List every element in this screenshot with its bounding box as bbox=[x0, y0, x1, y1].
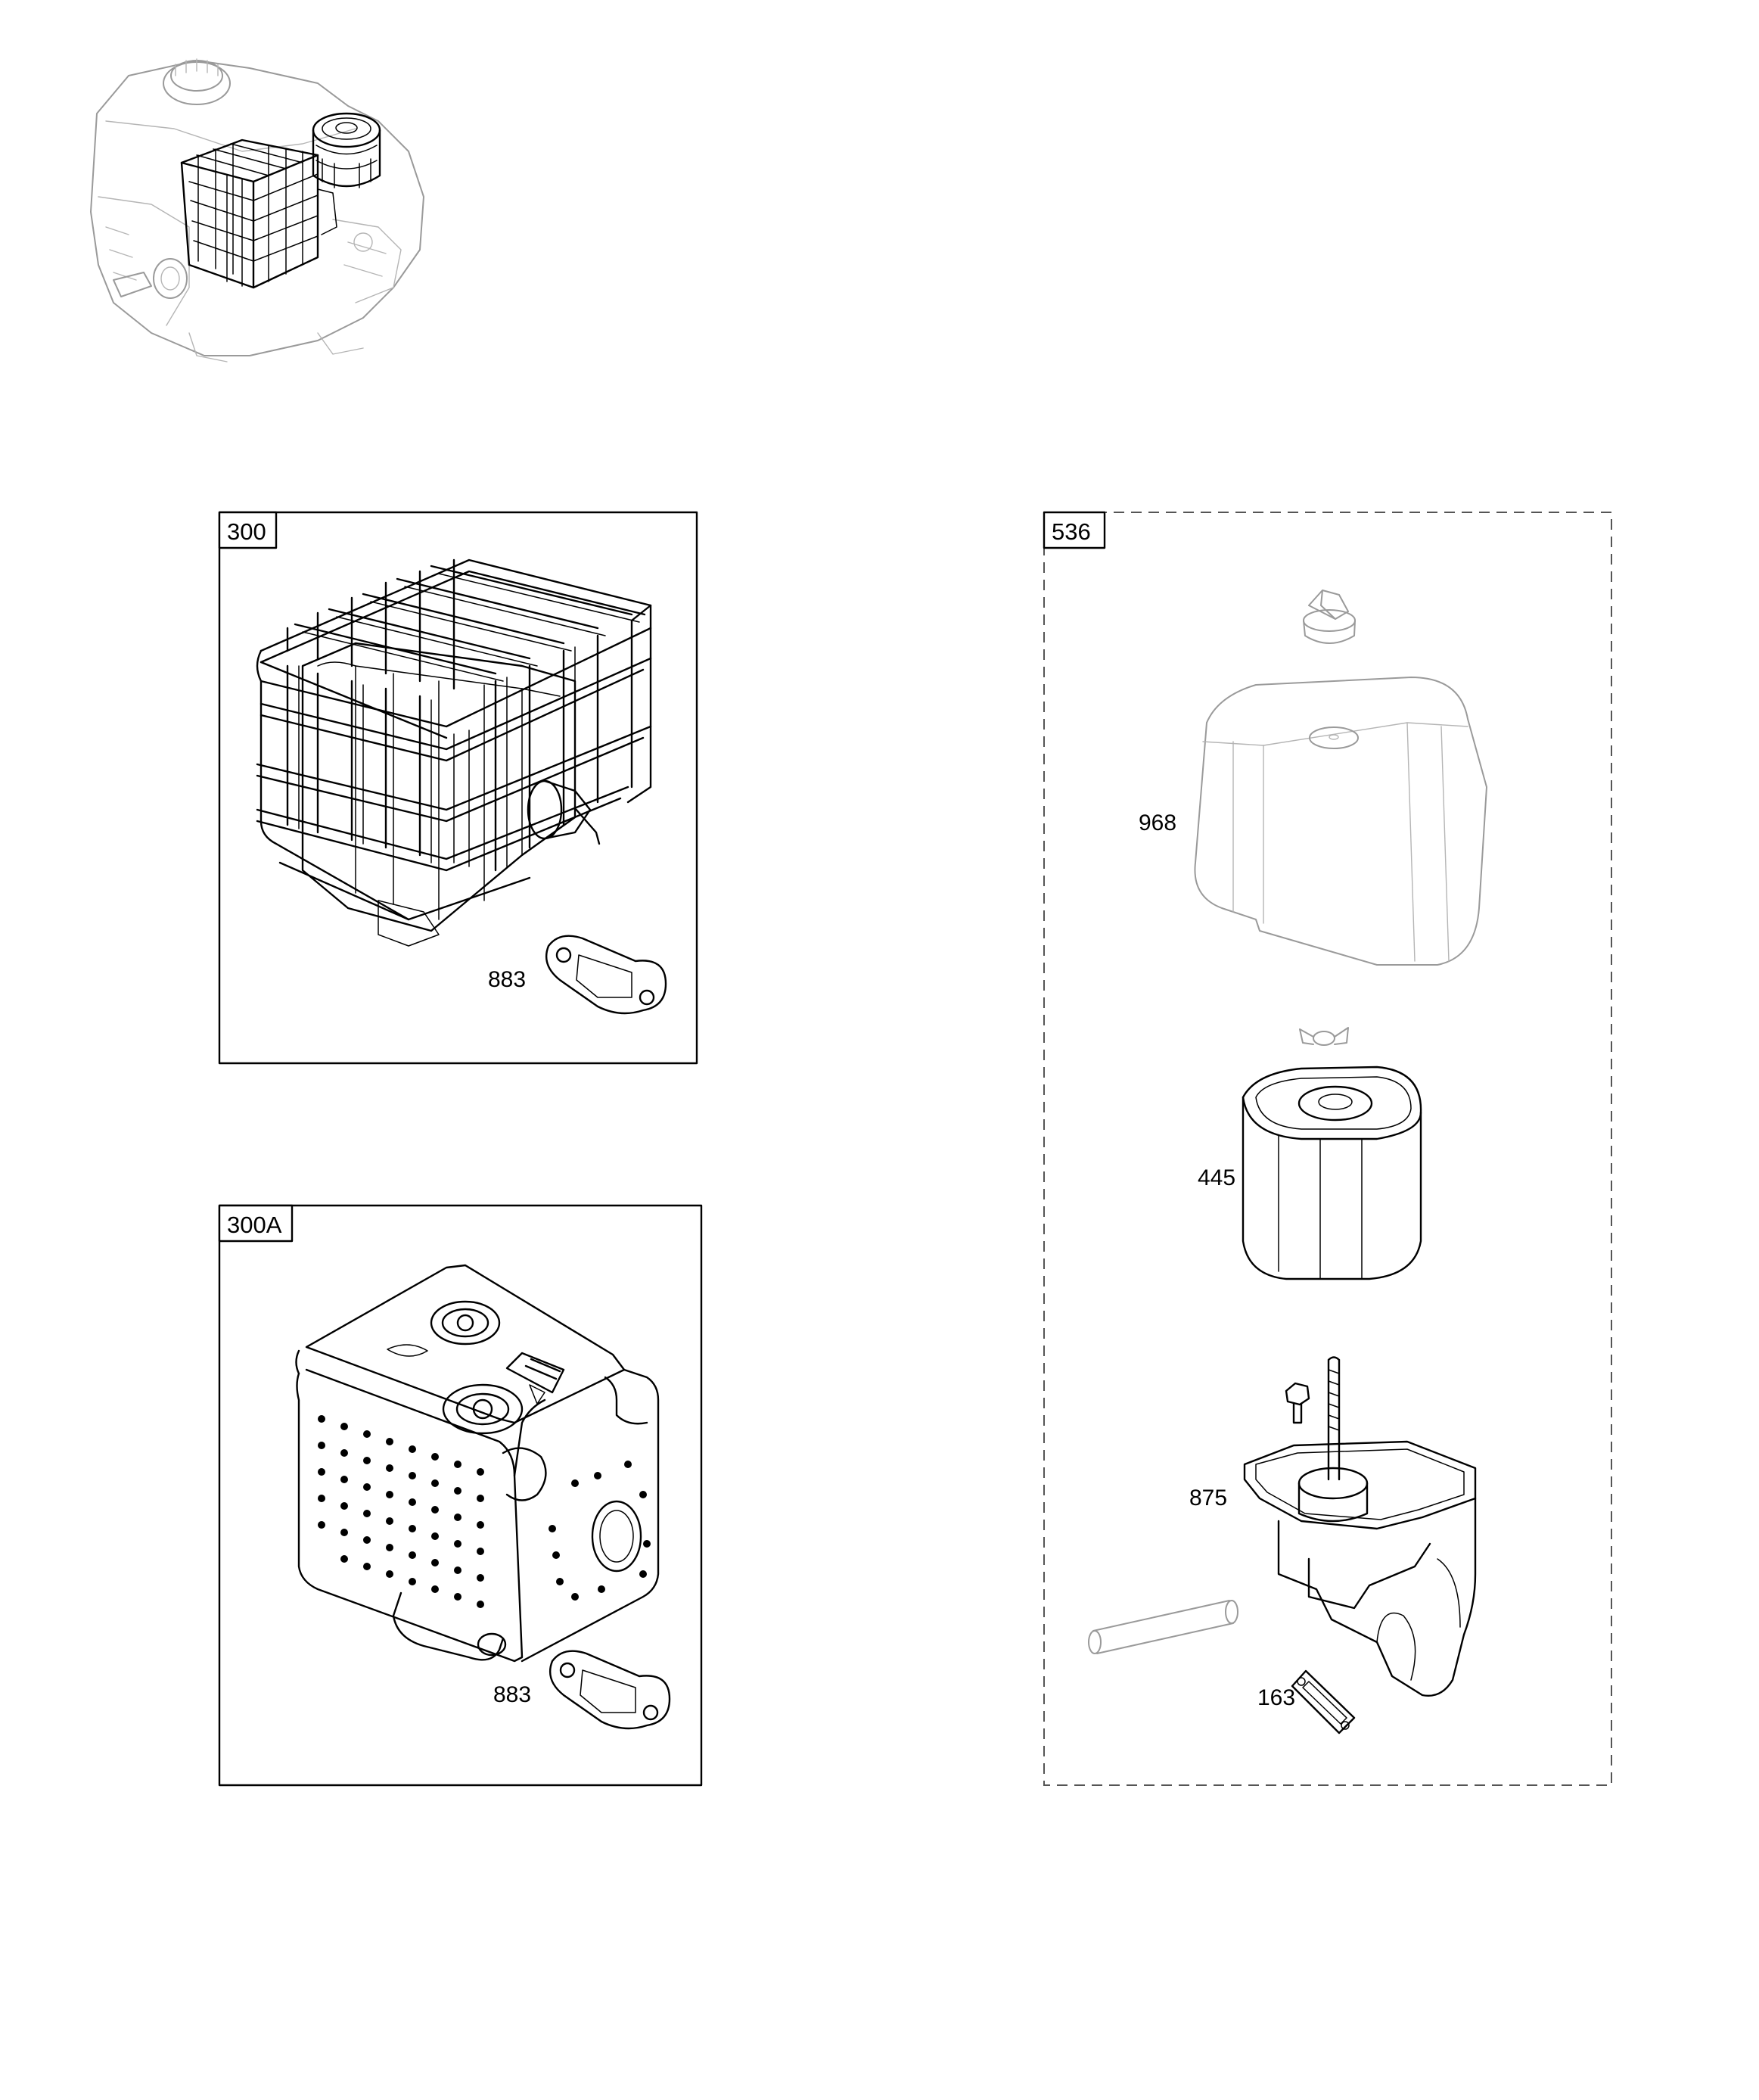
panel-300A-id: 300A bbox=[227, 1212, 282, 1238]
panel-300A: 300A bbox=[218, 1204, 703, 1787]
gasket-icon bbox=[549, 1650, 671, 1730]
panel-300: 300 bbox=[218, 511, 698, 1065]
muffler-with-guard-icon bbox=[256, 558, 652, 947]
breather-tube-icon bbox=[1088, 1600, 1238, 1654]
callout-883: 883 bbox=[488, 967, 526, 992]
engine-overview-icon bbox=[90, 58, 424, 362]
panel-536: 536 968 4 bbox=[1043, 511, 1612, 1786]
callout-883: 883 bbox=[493, 1682, 531, 1707]
callout-163: 163 bbox=[1257, 1685, 1295, 1710]
panel-300-id: 300 bbox=[227, 518, 266, 545]
wing-nut-icon bbox=[1299, 1027, 1349, 1046]
shield-holes bbox=[318, 1415, 651, 1608]
gasket-icon bbox=[1291, 1669, 1356, 1734]
air-cleaner-base-icon bbox=[1088, 1356, 1477, 1697]
panel-536-id: 536 bbox=[1052, 518, 1091, 545]
callout-445: 445 bbox=[1198, 1165, 1235, 1190]
muffler-with-shield-icon bbox=[295, 1264, 660, 1663]
air-filter-icon bbox=[1242, 1066, 1422, 1280]
callout-968: 968 bbox=[1139, 810, 1176, 835]
air-cleaner-knob-icon bbox=[1303, 590, 1356, 644]
gasket-icon bbox=[545, 935, 667, 1015]
callout-875: 875 bbox=[1189, 1486, 1227, 1510]
air-cleaner-cover-icon bbox=[1194, 677, 1487, 966]
